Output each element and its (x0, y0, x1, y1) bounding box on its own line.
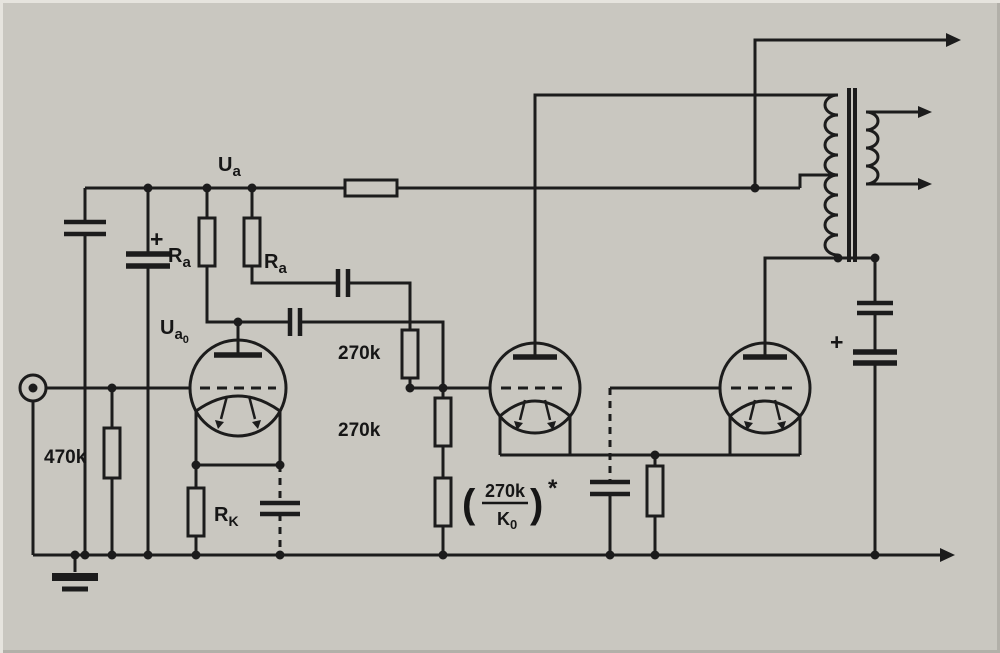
triode-tube-2 (488, 341, 582, 435)
tube3-cathode-arrow-left (744, 421, 753, 430)
primary-winding (823, 93, 839, 257)
wiring (31, 38, 946, 572)
label-470k: 470k (44, 447, 87, 468)
divider-resistor-270k-upper (400, 328, 420, 380)
coupling-capacitor-1 (335, 269, 351, 297)
filter-capacitor-left (64, 219, 106, 237)
label-ra-left: Ra (168, 245, 191, 271)
label-feedback-fraction: ( 270k K0 ) * (462, 475, 558, 532)
cathode-bias-resistor (645, 464, 665, 518)
label-plus-left: + (150, 226, 163, 252)
input-terminal (18, 373, 48, 403)
tube2-anode-wire (533, 93, 838, 355)
output-arrow-top (918, 106, 932, 118)
tube2-cathode-arrow-right (547, 421, 556, 430)
input-terminal-pin (28, 383, 38, 393)
cathode-bypass-capacitor-2 (590, 479, 630, 497)
label-ua: Ua (218, 154, 241, 180)
secondary-winding (865, 110, 880, 186)
svg-text:270k: 270k (485, 481, 526, 501)
label-rk: RK (214, 504, 239, 529)
electrolytic-capacitor-left (126, 251, 170, 269)
label-270k-lower: 270k (338, 420, 381, 441)
divider-resistor-270k-lower (433, 396, 453, 448)
svg-text:): ) (530, 482, 543, 526)
cathode-bypass-capacitor-1 (260, 500, 300, 517)
ground-offpage-arrow (940, 548, 955, 562)
tube1-cathode-arrow-right (252, 420, 261, 429)
tube1-cathode-arrow-left (215, 420, 224, 429)
output-arrow-bottom (918, 178, 932, 190)
supply-decoupling-resistor (343, 178, 399, 198)
supply-offpage-arrow (946, 33, 961, 47)
anode-resistor-left (197, 216, 217, 268)
tube2-cathode-arrow-left (514, 421, 523, 430)
smoothing-capacitor-film (857, 300, 893, 316)
tube3-cathode-arrow-right (777, 421, 786, 430)
feedback-resistor-270k-k0 (433, 476, 453, 528)
supply-offpage-wire (753, 38, 946, 188)
grid-resistor-470k (102, 426, 122, 480)
ground-symbol (52, 573, 98, 592)
cathode-resistor-rk (186, 486, 206, 538)
center-tap-wire (798, 173, 836, 188)
tube3-anode-wire (763, 256, 875, 355)
output-transformer (823, 88, 880, 262)
smoothing-capacitor-electrolytic (853, 349, 897, 366)
tube2-cathode (499, 399, 571, 418)
label-ua0: Ua0 (160, 317, 189, 346)
coupling-capacitor-2 (287, 308, 303, 336)
svg-text:K0: K0 (497, 509, 517, 532)
triode-tube-3 (718, 341, 812, 435)
svg-text:*: * (548, 475, 558, 502)
label-plus-right: + (830, 329, 843, 355)
anode-resistor-right (242, 216, 262, 268)
tube3-cathode (729, 399, 801, 418)
label-270k-upper: 270k (338, 343, 381, 364)
svg-text:(: ( (462, 482, 476, 526)
label-ra-right: Ra (264, 251, 287, 277)
junction-dots (70, 183, 880, 560)
tube1-cathode (195, 394, 281, 413)
triode-tube-1 (188, 338, 288, 438)
